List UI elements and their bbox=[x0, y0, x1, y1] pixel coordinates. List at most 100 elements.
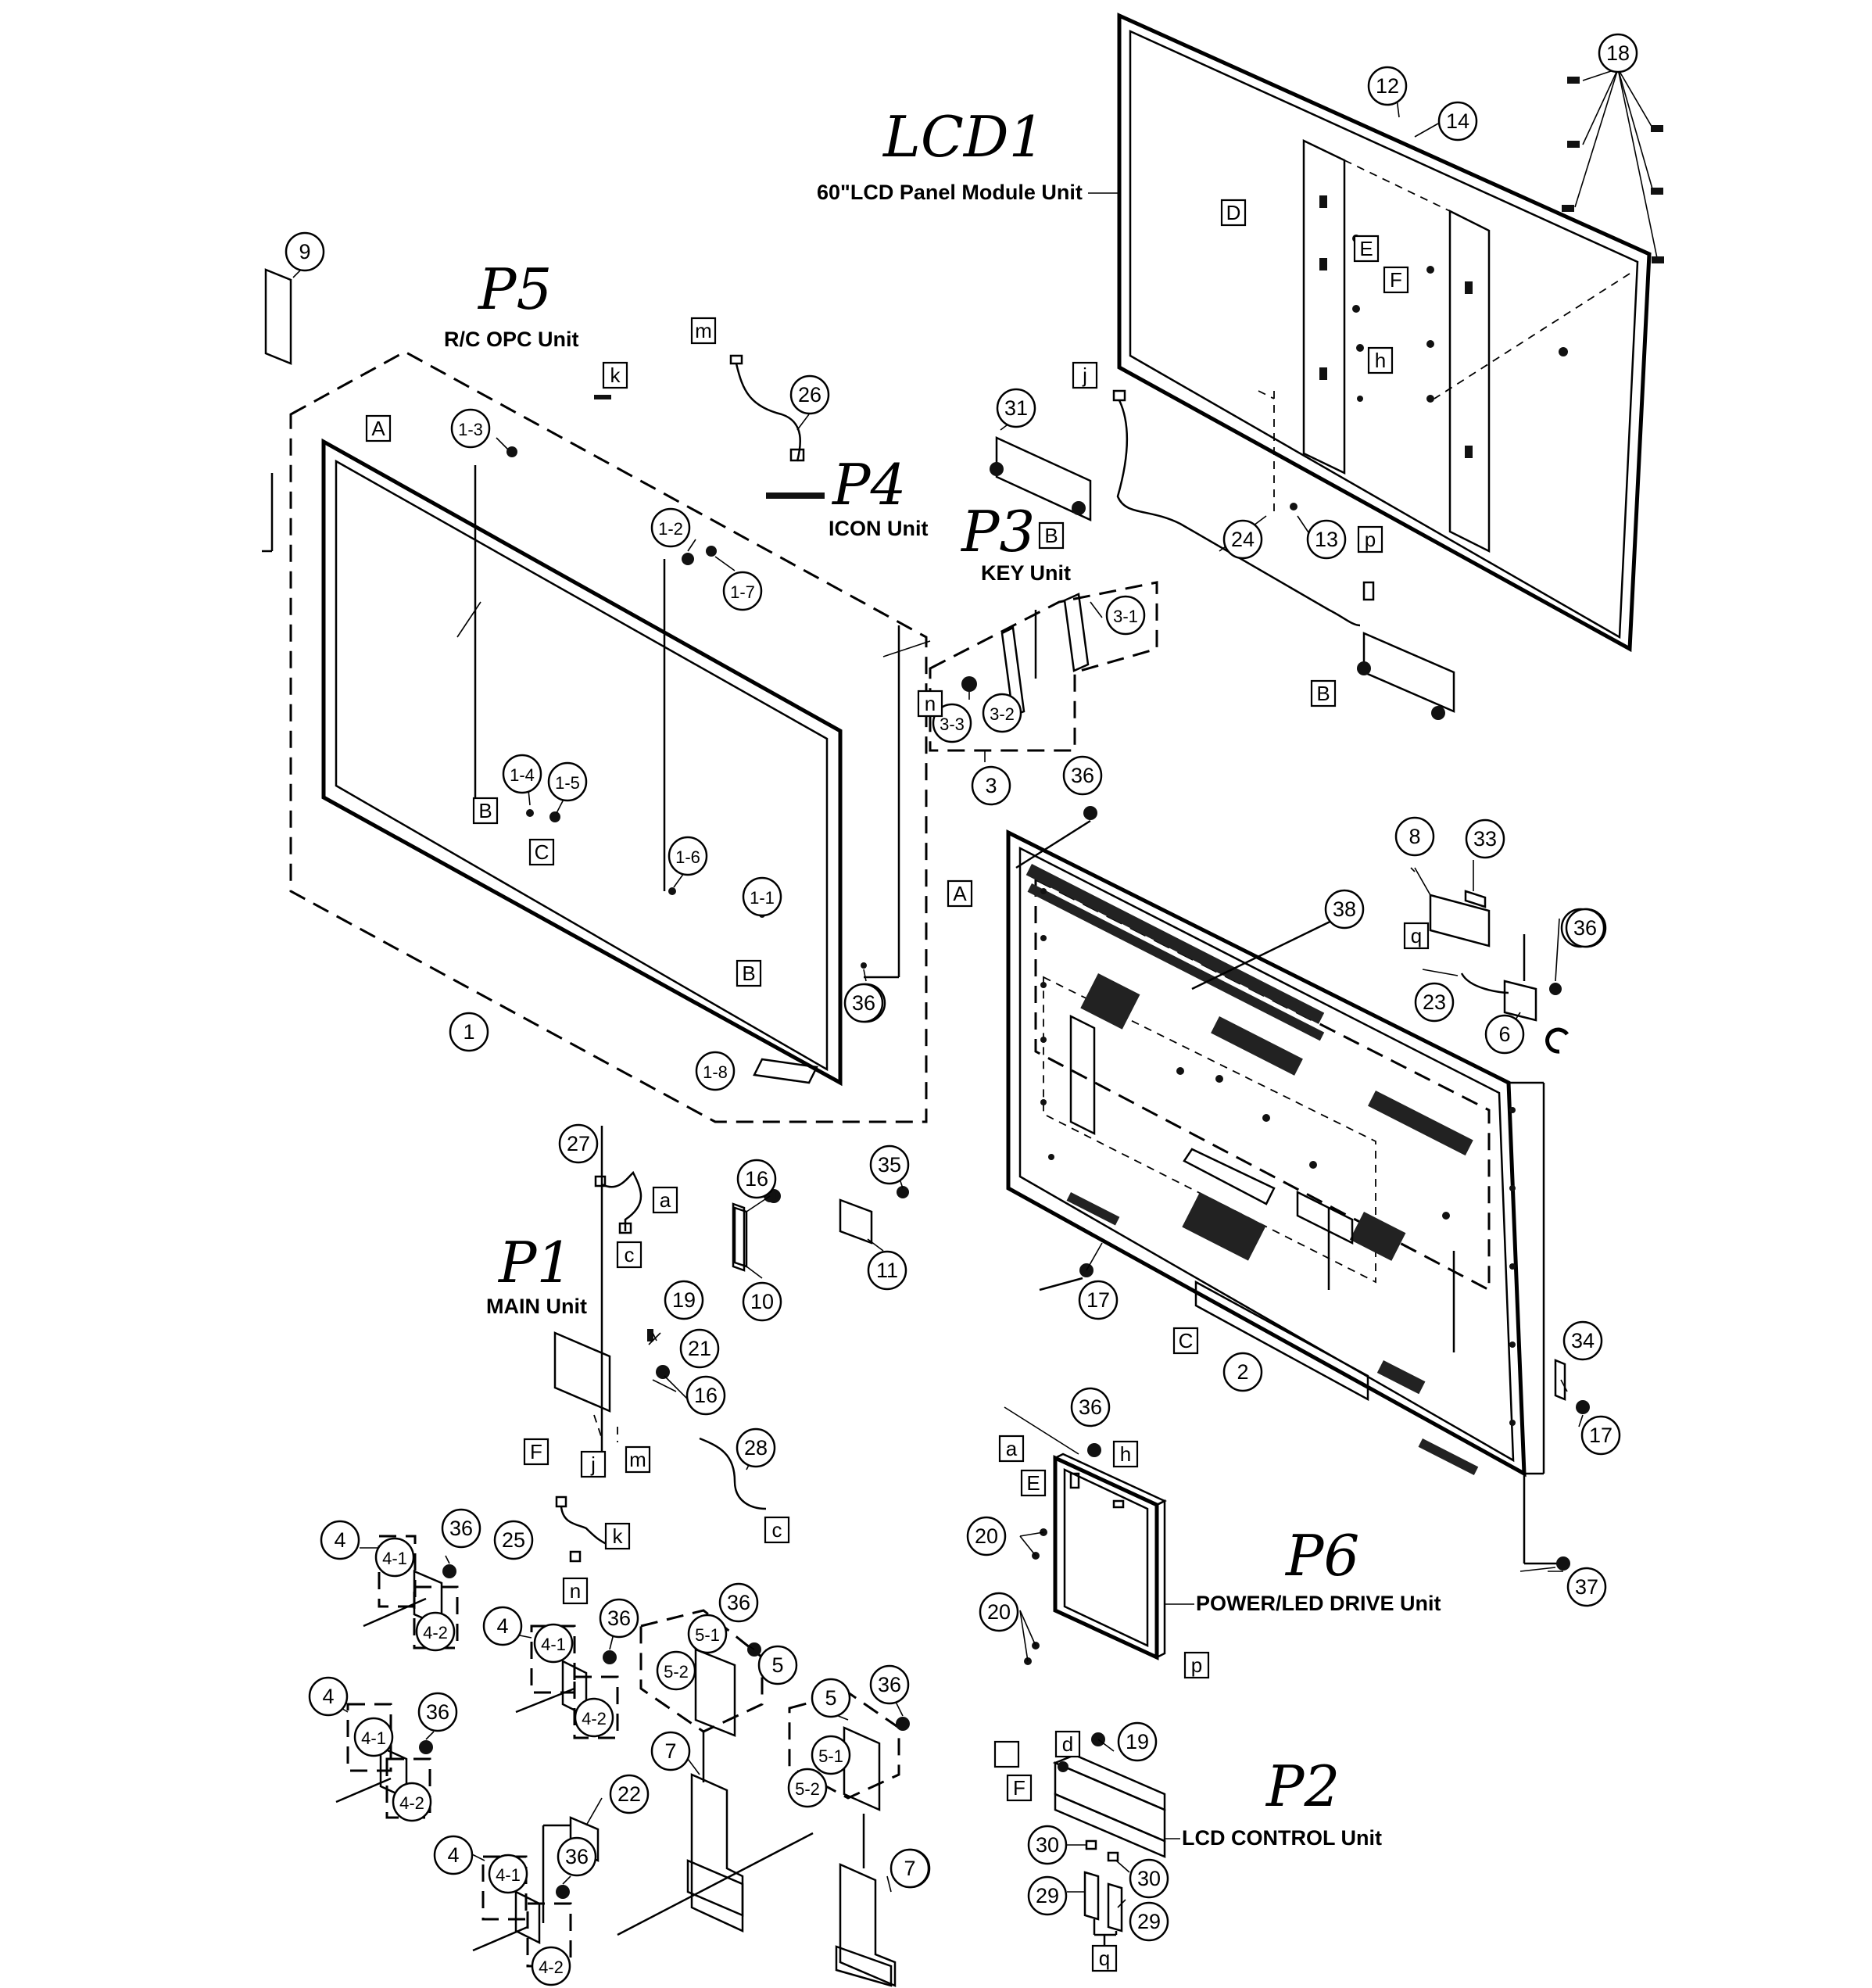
connector-label-n: n bbox=[562, 1577, 589, 1605]
callout-3-2: 3-2 bbox=[982, 693, 1022, 733]
connector-label-d: d bbox=[1054, 1730, 1081, 1758]
callout-circle bbox=[353, 1717, 394, 1757]
connector-label-h: h bbox=[1367, 346, 1394, 374]
connector-label-k: k bbox=[604, 1522, 631, 1550]
callout-4-2: 4-2 bbox=[531, 1946, 571, 1986]
connector-letter: n bbox=[570, 1579, 581, 1603]
connector-box bbox=[1310, 679, 1337, 707]
callout-circle bbox=[533, 1623, 574, 1664]
callout-number: 1-5 bbox=[555, 773, 580, 793]
callout-number: 36 bbox=[1573, 916, 1597, 940]
connector-box bbox=[917, 690, 943, 718]
callout-number: 36 bbox=[449, 1517, 473, 1540]
callout-28: 28 bbox=[736, 1427, 776, 1468]
callout-30: 30 bbox=[1129, 1858, 1169, 1899]
callout-number: 33 bbox=[1473, 827, 1497, 851]
callout-circle bbox=[415, 1611, 456, 1652]
connector-letter: m bbox=[629, 1448, 646, 1471]
callout-number: 17 bbox=[1589, 1424, 1612, 1447]
connector-letter: a bbox=[660, 1188, 671, 1212]
connector-label-D: D bbox=[1220, 199, 1247, 227]
callout-number: 4 bbox=[447, 1843, 459, 1867]
connector-label-A: A bbox=[947, 879, 973, 908]
connector-letter: h bbox=[1375, 349, 1386, 372]
connector-box bbox=[604, 1522, 631, 1550]
callout-circle bbox=[320, 1520, 360, 1560]
callout-number: 34 bbox=[1571, 1329, 1595, 1352]
callout-21: 21 bbox=[679, 1328, 720, 1369]
callout-number: 21 bbox=[688, 1337, 711, 1360]
callout-circle bbox=[1484, 1014, 1525, 1055]
callout-circle bbox=[650, 507, 691, 548]
callout-circle bbox=[450, 408, 491, 449]
callout-circle bbox=[757, 1645, 798, 1685]
callout-38: 38 bbox=[1324, 889, 1365, 930]
connector-box bbox=[1403, 922, 1430, 950]
screw-group-18 bbox=[1562, 68, 1664, 263]
callout-circle bbox=[867, 1250, 907, 1291]
callout-number: 5-1 bbox=[818, 1746, 843, 1766]
callout-4-1: 4-1 bbox=[533, 1623, 574, 1664]
callout-number: 1-7 bbox=[730, 582, 755, 602]
callout-circle bbox=[1565, 908, 1605, 948]
connector-label-h: h bbox=[1112, 1440, 1139, 1468]
callout-13: 13 bbox=[1306, 519, 1347, 560]
title-p2: P2 bbox=[1265, 1753, 1340, 1819]
callout-number: 36 bbox=[426, 1700, 449, 1724]
connector-label-a: a bbox=[652, 1186, 678, 1214]
connector-label-C: C bbox=[528, 838, 555, 866]
callout-circle bbox=[433, 1835, 474, 1875]
callout-number: 38 bbox=[1333, 897, 1356, 921]
callout-number: 9 bbox=[299, 240, 310, 263]
title-p6: P6 bbox=[1284, 1523, 1359, 1589]
callout-27: 27 bbox=[558, 1123, 599, 1164]
connector-label-undefined bbox=[993, 1740, 1020, 1768]
rear-cover bbox=[1006, 829, 1545, 1478]
callout-4-1: 4-1 bbox=[353, 1717, 394, 1757]
main-unit bbox=[553, 1126, 781, 1510]
callout-number: 26 bbox=[798, 383, 821, 407]
callout-number: 2 bbox=[1237, 1360, 1248, 1384]
callout-number: 5 bbox=[825, 1686, 836, 1710]
callout-30: 30 bbox=[1027, 1825, 1068, 1865]
title-lcd1: LCD1 bbox=[882, 104, 1044, 170]
callout-22: 22 bbox=[609, 1774, 650, 1814]
connector-label-m: m bbox=[690, 317, 717, 345]
callout-circle bbox=[1437, 101, 1478, 141]
connector-letter: c bbox=[625, 1243, 635, 1266]
callout-35: 35 bbox=[869, 1144, 910, 1185]
connector-letter: k bbox=[610, 364, 621, 387]
callout-1-8: 1-8 bbox=[695, 1051, 736, 1091]
connector-letter: m bbox=[695, 319, 712, 342]
connector-box bbox=[1367, 346, 1394, 374]
callout-number: 22 bbox=[617, 1782, 641, 1806]
callout-4: 4 bbox=[320, 1520, 360, 1560]
callout-36: 36 bbox=[1062, 755, 1103, 796]
callout-36: 36 bbox=[1565, 908, 1605, 948]
callout-25: 25 bbox=[493, 1520, 534, 1560]
title-p5: P5 bbox=[477, 256, 552, 322]
connector-letter: F bbox=[1390, 268, 1402, 292]
connector-label-j: j bbox=[1072, 361, 1098, 389]
callout-number: 25 bbox=[502, 1528, 525, 1552]
connector-label-B: B bbox=[1310, 679, 1337, 707]
connector-box bbox=[1220, 199, 1247, 227]
callout-number: 1-8 bbox=[703, 1062, 728, 1082]
connector-label-E: E bbox=[1020, 1469, 1047, 1497]
callout-number: 4-1 bbox=[541, 1635, 566, 1654]
callout-number: 37 bbox=[1575, 1575, 1598, 1599]
connector-box bbox=[764, 1516, 790, 1544]
callout-circle bbox=[1027, 1825, 1068, 1865]
callout-circle bbox=[285, 231, 325, 272]
callout-number: 4-2 bbox=[399, 1793, 424, 1813]
callout-number: 36 bbox=[727, 1591, 750, 1614]
connector-letter: q bbox=[1411, 924, 1422, 947]
connector-label-B: B bbox=[1038, 521, 1065, 550]
lcd-panel-module bbox=[1117, 13, 1652, 653]
connector-box bbox=[580, 1450, 607, 1478]
callout-number: 20 bbox=[987, 1600, 1011, 1624]
connector-letter: n bbox=[925, 692, 936, 715]
desc-p3: KEY Unit bbox=[981, 561, 1071, 585]
callout-1-5: 1-5 bbox=[547, 761, 588, 802]
connector-box bbox=[1112, 1440, 1139, 1468]
